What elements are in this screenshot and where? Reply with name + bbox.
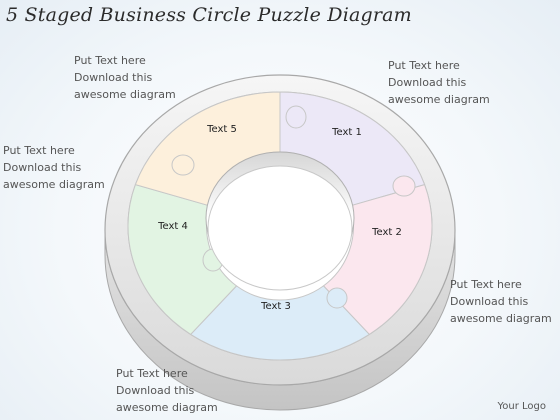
note-line: awesome diagram (116, 401, 218, 414)
note-line: Put Text here (388, 59, 460, 72)
note-line: Download this (3, 161, 82, 174)
puzzle-tab-1 (285, 105, 307, 129)
puzzle-tab-2 (392, 175, 416, 197)
note-top-right: Put Text here Download this awesome diag… (388, 57, 490, 108)
segment-label-1: Text 1 (331, 127, 362, 138)
note-line: awesome diagram (388, 93, 490, 106)
note-bottom: Put Text here Download this awesome diag… (116, 365, 218, 416)
note-line: Download this (450, 295, 529, 308)
segment-label-5: Text 5 (206, 124, 237, 135)
center-hole (207, 165, 353, 291)
puzzle-tab-3 (326, 287, 348, 309)
logo-text: Your Logo (497, 401, 546, 412)
note-line: Put Text here (74, 54, 146, 67)
note-line: Download this (388, 76, 467, 89)
segment-label-3: Text 3 (260, 301, 291, 312)
note-line: Put Text here (3, 144, 75, 157)
segment-text-2 (322, 183, 433, 336)
puzzle-tab-5 (171, 154, 195, 176)
note-line: Put Text here (116, 367, 188, 380)
note-left: Put Text here Download this awesome diag… (3, 142, 105, 193)
segment-label-2: Text 2 (371, 227, 402, 238)
note-line: awesome diagram (450, 312, 552, 325)
segment-label-4: Text 4 (157, 221, 188, 232)
note-line: Put Text here (450, 278, 522, 291)
note-line: Download this (116, 384, 195, 397)
note-line: Download this (74, 71, 153, 84)
note-right: Put Text here Download this awesome diag… (450, 276, 552, 327)
segment-text-3 (189, 285, 371, 361)
note-line: awesome diagram (3, 178, 105, 191)
diagram-title: 5 Staged Business Circle Puzzle Diagram (6, 4, 412, 26)
note-top-left: Put Text here Download this awesome diag… (74, 52, 176, 103)
note-line: awesome diagram (74, 88, 176, 101)
